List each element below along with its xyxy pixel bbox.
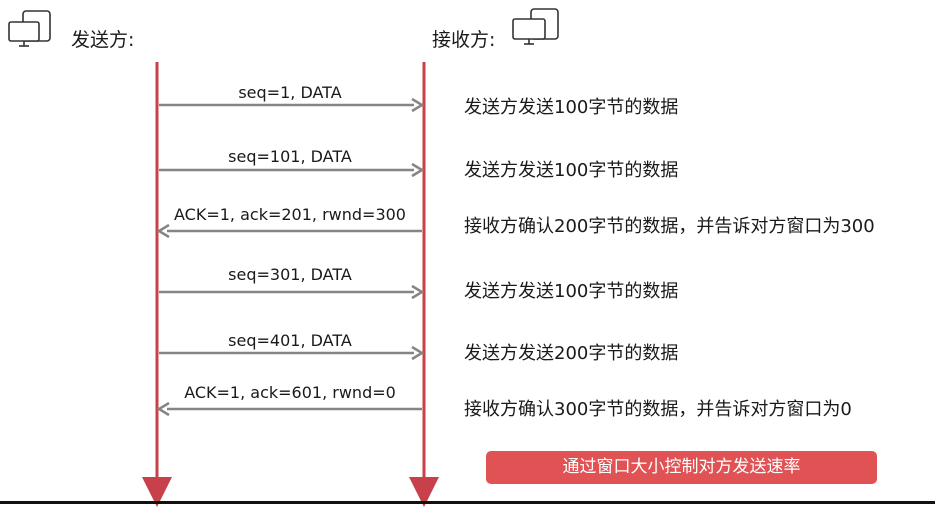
arrowhead-icon xyxy=(156,401,170,417)
sender-computer-icon xyxy=(8,10,51,47)
message-label: seq=401, DATA xyxy=(228,331,352,350)
arrowhead-icon xyxy=(411,345,425,361)
message-note: 发送方发送100字节的数据 xyxy=(464,160,679,181)
arrowhead-icon xyxy=(156,223,170,239)
receiver-label: 接收方: xyxy=(432,29,496,51)
message-label: seq=301, DATA xyxy=(228,265,352,284)
arrowhead-icon xyxy=(411,97,425,113)
message-note: 发送方发送200字节的数据 xyxy=(464,343,679,364)
bottom-divider xyxy=(0,501,935,504)
callout-banner: 通过窗口大小控制对方发送速率 xyxy=(486,451,877,484)
message-note: 发送方发送100字节的数据 xyxy=(464,281,679,302)
message-label: seq=1, DATA xyxy=(238,83,342,102)
arrowhead-icon xyxy=(411,162,425,178)
message-note: 接收方确认300字节的数据，并告诉对方窗口为0 xyxy=(464,399,852,420)
arrowhead-icon xyxy=(411,284,425,300)
message-arrows xyxy=(156,97,425,417)
message-label: ACK=1, ack=201, rwnd=300 xyxy=(174,205,406,224)
receiver-computer-icon xyxy=(512,8,559,45)
message-label: ACK=1, ack=601, rwnd=0 xyxy=(184,383,396,402)
sender-label: 发送方: xyxy=(71,29,135,51)
message-label: seq=101, DATA xyxy=(228,147,352,166)
message-note: 接收方确认200字节的数据，并告诉对方窗口为300 xyxy=(464,216,875,237)
message-note: 发送方发送100字节的数据 xyxy=(464,97,679,118)
